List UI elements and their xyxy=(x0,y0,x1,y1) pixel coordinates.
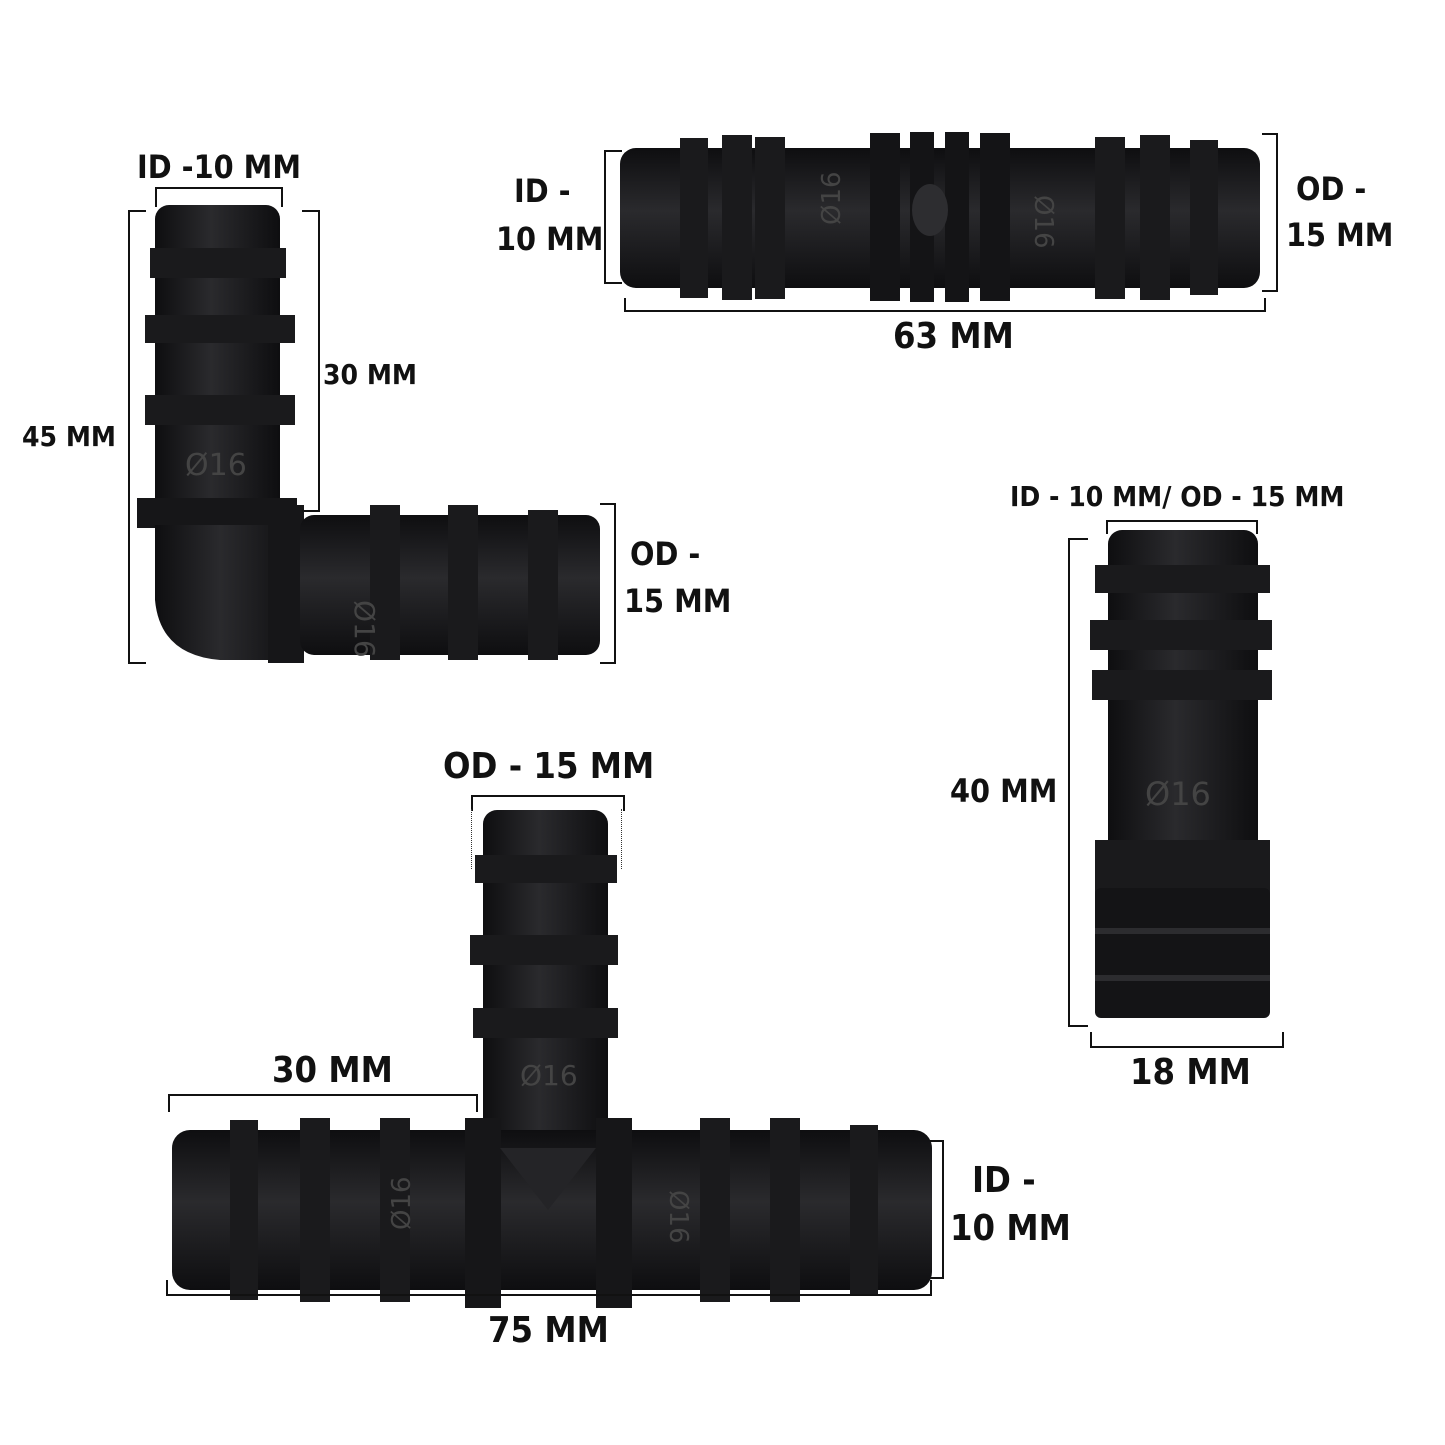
tee-length-label: 75 MM xyxy=(488,1310,609,1351)
straight-coupler-fitting: Ø16 Ø16 xyxy=(620,132,1260,302)
plug-id-od-label: ID - 10 MM/ OD - 15 MM xyxy=(1010,480,1345,513)
elbow-id-label: ID -10 MM xyxy=(137,148,301,186)
svg-text:Ø16: Ø16 xyxy=(520,1059,578,1092)
tee-od-bracket xyxy=(471,795,625,811)
elbow-od-bracket xyxy=(600,503,616,664)
svg-text:Ø16: Ø16 xyxy=(348,600,381,658)
tee-id-label-line1: ID - xyxy=(972,1160,1036,1201)
tee-branch-label: 30 MM xyxy=(272,1050,393,1091)
plug-top-bracket xyxy=(1106,520,1258,534)
tee-od-guide-left xyxy=(471,809,472,869)
coupler-length-bracket xyxy=(624,298,1266,312)
elbow-fitting: Ø16 Ø16 xyxy=(137,205,600,663)
svg-text:Ø16: Ø16 xyxy=(1145,775,1211,813)
coupler-od-label-line2: 15 MM xyxy=(1286,216,1394,254)
elbow-od-label-line2: 15 MM xyxy=(624,582,732,620)
elbow-inner-height-label: 30 MM xyxy=(323,358,417,391)
elbow-inner-bracket xyxy=(302,210,320,512)
svg-text:Ø16: Ø16 xyxy=(663,1190,693,1244)
coupler-length-label: 63 MM xyxy=(893,316,1014,357)
tee-fitting: Ø16 Ø16 Ø16 xyxy=(172,810,932,1308)
tee-branch-bracket xyxy=(168,1094,478,1112)
elbow-top-bracket xyxy=(155,187,283,207)
svg-text:Ø16: Ø16 xyxy=(387,1176,417,1230)
svg-text:Ø16: Ø16 xyxy=(817,171,847,225)
tee-od-guide-right xyxy=(621,809,622,869)
plug-height-label: 40 MM xyxy=(950,772,1058,810)
tee-length-bracket xyxy=(166,1280,932,1296)
plug-width-label: 18 MM xyxy=(1130,1052,1251,1093)
elbow-od-label-line1: OD - xyxy=(630,535,701,573)
svg-text:Ø16: Ø16 xyxy=(1028,195,1058,249)
tee-id-label-line2: 10 MM xyxy=(950,1208,1071,1249)
coupler-id-label-line2: 10 MM xyxy=(496,220,604,258)
coupler-id-label-line1: ID - xyxy=(514,172,571,210)
tee-od-label: OD - 15 MM xyxy=(443,746,655,787)
elbow-total-bracket xyxy=(128,210,146,664)
plug-width-bracket xyxy=(1090,1032,1284,1048)
coupler-id-bracket xyxy=(604,150,622,284)
end-plug-fitting: Ø16 xyxy=(1090,530,1272,1018)
svg-text:Ø16: Ø16 xyxy=(185,448,247,483)
coupler-od-bracket xyxy=(1262,133,1278,292)
coupler-od-label-line1: OD - xyxy=(1296,170,1367,208)
tee-id-bracket xyxy=(930,1140,944,1279)
elbow-total-height-label: 45 MM xyxy=(22,420,116,453)
plug-height-bracket xyxy=(1068,538,1088,1027)
